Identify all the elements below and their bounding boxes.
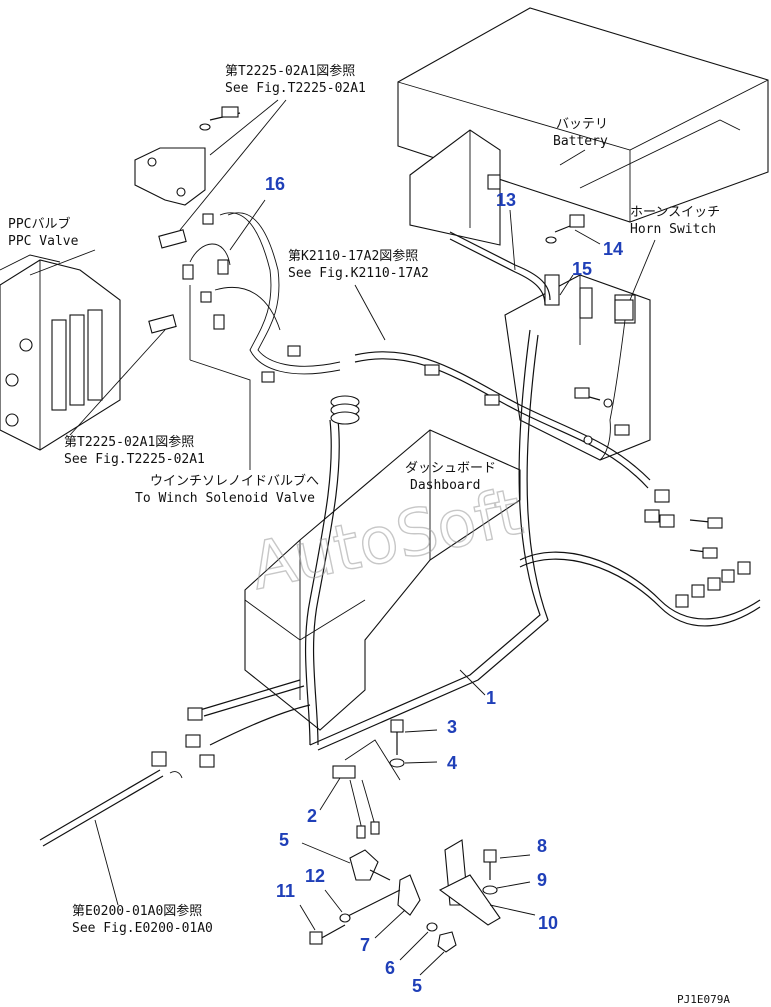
part-number-8: 8 [537, 836, 547, 856]
part-number-13: 13 [496, 190, 516, 210]
horn-switch-line2: Horn Switch [630, 222, 716, 237]
part-number-12: 12 [305, 866, 325, 886]
part-number-11: 11 [276, 881, 295, 901]
part-number-16: 16 [265, 174, 285, 194]
ppc-ref-line1: 第T2225-02A1図参照 [225, 63, 355, 79]
part-number-7: 7 [360, 935, 370, 955]
ppc-ref-lower-line2: See Fig.T2225-02A1 [64, 452, 205, 467]
part-number-15: 15 [572, 259, 592, 279]
battery-drawing [397, 7, 769, 246]
battery-line2: Battery [553, 134, 608, 149]
hardware-group [309, 719, 501, 953]
winch-line1: ウインチソレノイドバルブへ [150, 473, 319, 489]
callout-texts: 第T2225-02A1図参照 See Fig.T2225-02A1 PPCバルブ… [8, 63, 720, 936]
pressure-switch-bracket [134, 106, 241, 334]
leader-lines [29, 99, 656, 976]
part-numbers: 16 13 14 15 1 3 4 2 5 8 9 10 11 12 7 6 5 [265, 174, 623, 996]
ppc-ref-line2: See Fig.T2225-02A1 [225, 81, 366, 96]
part-number-5-upper: 5 [279, 830, 289, 850]
ppc-valve-drawing [0, 254, 121, 451]
part-number-14: 14 [603, 239, 623, 259]
ppc-valve-line2: PPC Valve [8, 234, 79, 249]
e0200-ref-line2: See Fig.E0200-01A0 [72, 921, 213, 936]
horn-switch-line1: ホーンスイッチ [630, 205, 720, 220]
k2110-ref-line2: See Fig.K2110-17A2 [288, 266, 429, 281]
ppc-valve-line1: PPCバルブ [8, 216, 70, 232]
part-number-6: 6 [385, 958, 395, 978]
main-harness [39, 212, 761, 847]
e0200-ref-line1: 第E0200-01A0図参照 [72, 903, 202, 919]
battery-line1: バッテリ [556, 117, 608, 132]
part-number-5-lower: 5 [412, 976, 422, 996]
ppc-ref-lower-line1: 第T2225-02A1図参照 [64, 434, 194, 450]
dashboard-line2: Dashboard [410, 478, 480, 493]
part-number-3: 3 [447, 717, 457, 737]
k2110-ref-line1: 第K2110-17A2図参照 [288, 248, 418, 264]
drawing-code: PJ1E079A [677, 993, 730, 1006]
part-number-9: 9 [537, 870, 547, 890]
dashboard-line1: ダッシュボード [405, 461, 496, 476]
part-number-2: 2 [307, 806, 317, 826]
console-drawing [504, 274, 651, 461]
part-number-10: 10 [538, 913, 558, 933]
part-number-4: 4 [447, 753, 457, 773]
winch-line2: To Winch Solenoid Valve [135, 491, 315, 506]
part-number-1: 1 [486, 688, 496, 708]
